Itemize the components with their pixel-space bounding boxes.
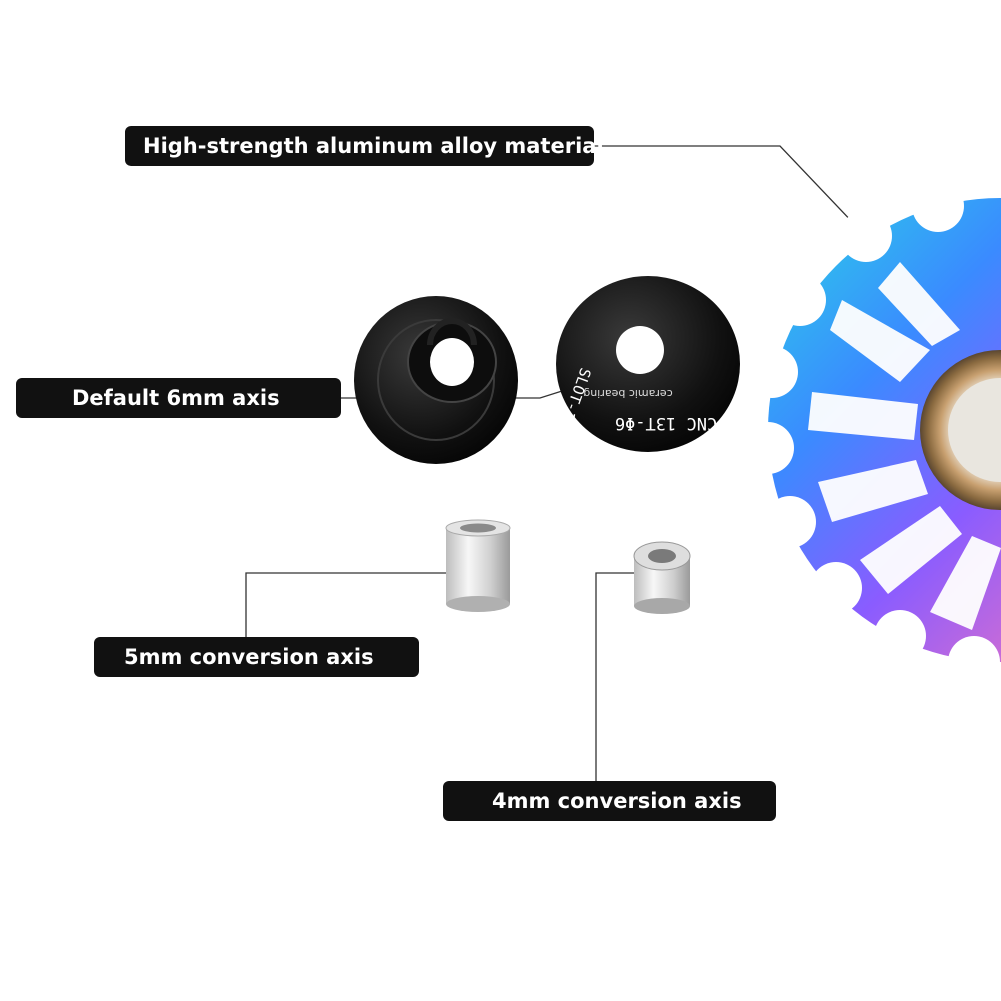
sleeve-4mm	[633, 541, 691, 614]
dust-cap-back	[354, 296, 518, 464]
callout-default-axis-label: Default 6mm axis	[16, 378, 341, 418]
cap-engraving-line1: CNC 13T-Φ6	[615, 413, 717, 433]
callout-material-label: High-strength aluminum alloy material	[125, 126, 604, 166]
callout-5mm-axis-label: 5mm conversion axis	[94, 637, 419, 677]
dust-cap-front: CNC 13T-Φ6 ceramic bearing SLOT-1A	[556, 276, 740, 452]
callout-4mm-axis-label: 4mm conversion axis	[443, 781, 776, 821]
leader-line-4mm	[595, 572, 640, 781]
jockey-pulley-wheel	[742, 180, 1001, 688]
sleeve-5mm	[445, 519, 511, 612]
cap-engraving-line2: ceramic bearing	[583, 387, 672, 400]
leader-line-5mm	[245, 572, 452, 637]
